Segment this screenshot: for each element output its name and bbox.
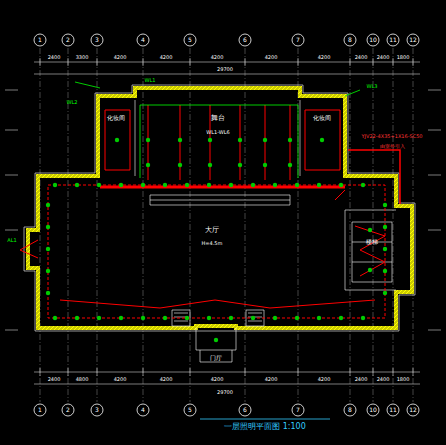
plan-label: 29700: [217, 67, 233, 72]
lighting-circuits: [20, 105, 400, 318]
plan-label: 4200: [318, 377, 331, 382]
plan-label: 3300: [76, 55, 89, 60]
wall-outline: [24, 85, 415, 362]
plan-label: AL1: [7, 238, 16, 243]
plan-label: 8: [348, 407, 352, 413]
walls: [28, 88, 412, 328]
plan-label: 12: [409, 407, 417, 413]
plan-label: 6: [243, 37, 247, 43]
plan-label: 2: [66, 407, 70, 413]
grid-lines: [40, 48, 413, 402]
title-underline: [200, 419, 330, 420]
plan-label: 4: [141, 407, 145, 413]
plan-label: WL2: [67, 100, 78, 105]
plan-label: 2400: [48, 55, 61, 60]
plan-label: 4800: [76, 377, 89, 382]
plan-label: 7: [296, 407, 300, 413]
plan-label: 4200: [160, 377, 173, 382]
drawing-title: 一层照明平面图 1:100: [224, 423, 306, 431]
plan-label: 化妆间: [107, 115, 125, 121]
plan-label: 4200: [211, 377, 224, 382]
plan-label: 11: [389, 37, 397, 43]
plan-label: 3: [95, 37, 99, 43]
plan-label: 5: [188, 407, 192, 413]
plan-label: 1800: [397, 55, 410, 60]
plan-label: H=4.5m: [202, 241, 223, 246]
plan-label: 10: [369, 37, 377, 43]
plan-label: YJV22-4X35+1X16-SC50: [361, 134, 422, 139]
plan-label: 4200: [211, 55, 224, 60]
plan-label: 4200: [160, 55, 173, 60]
plan-label: 4200: [265, 55, 278, 60]
plan-label: 2400: [355, 377, 368, 382]
plan-label: 4: [141, 37, 145, 43]
light-fixtures: [46, 138, 387, 342]
plan-label: 4200: [265, 377, 278, 382]
plan-label: 11: [389, 407, 397, 413]
plan-label: 6: [243, 407, 247, 413]
plan-label: 1: [38, 407, 42, 413]
plan-label: 大厅: [205, 227, 219, 234]
plan-label: 门厅: [210, 355, 222, 361]
plan-label: 楼梯: [366, 239, 378, 245]
plan-label: 2: [66, 37, 70, 43]
plan-label: 8: [348, 37, 352, 43]
plan-label: 5: [188, 37, 192, 43]
plan-label: 4200: [318, 55, 331, 60]
axis-circles: [34, 34, 419, 416]
plan-label: 4200: [114, 55, 127, 60]
plan-label: 2400: [355, 55, 368, 60]
plan-label: 10: [369, 407, 377, 413]
plan-label: 2400: [377, 377, 390, 382]
stage-lighting: [75, 82, 360, 178]
plan-label: 2400: [377, 55, 390, 60]
plan-label: 7: [296, 37, 300, 43]
plan-label: WL3: [367, 84, 378, 89]
plan-label: 舞台: [211, 115, 225, 122]
plan-label: 由室外引入: [380, 144, 405, 149]
plan-label: 2400: [48, 377, 61, 382]
dimension-lines: [5, 58, 441, 384]
plan-label: WL1-WL6: [206, 130, 229, 135]
plan-label: 化妆间: [313, 115, 331, 121]
plan-label: 12: [409, 37, 417, 43]
plan-label: 29700: [217, 390, 233, 395]
plan-label: WL1: [145, 78, 156, 83]
plan-label: 1800: [397, 377, 410, 382]
plan-label: 3: [95, 407, 99, 413]
plan-label: 4200: [114, 377, 127, 382]
plan-label: 1: [38, 37, 42, 43]
